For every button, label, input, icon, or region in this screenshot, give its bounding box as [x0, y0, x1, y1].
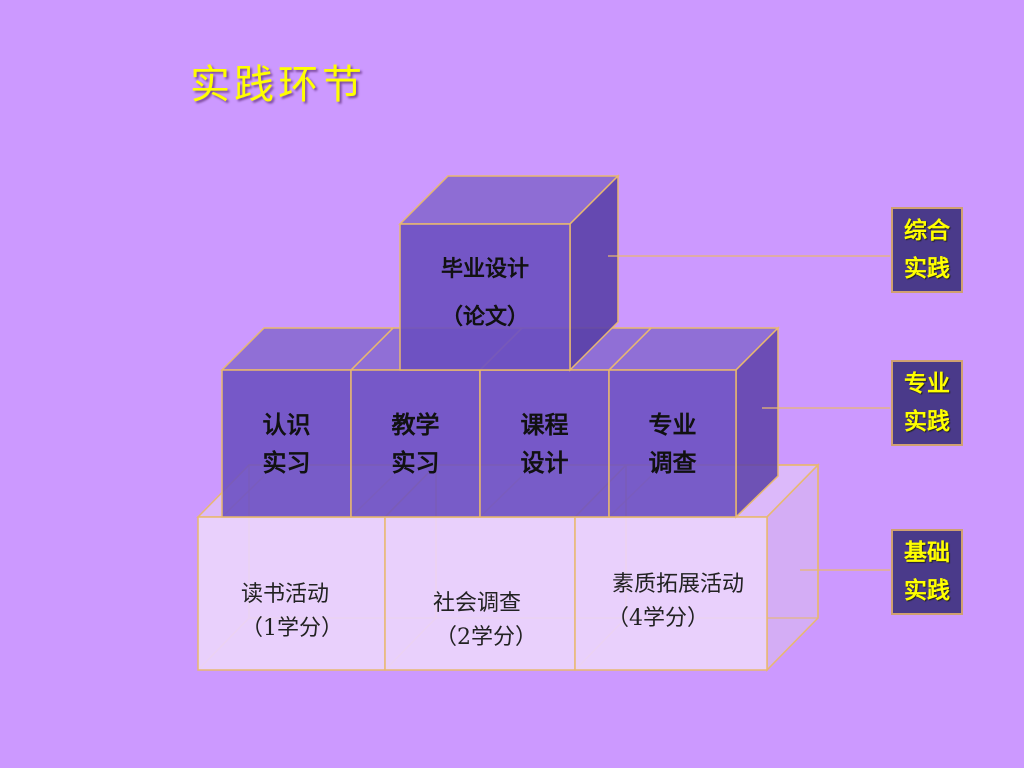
top-cube-line2: （论文） [440, 305, 529, 330]
base-cube-2-label: 社会调查 （2学分） [392, 587, 562, 655]
side-label-1-line1: 综合 [904, 218, 950, 244]
side-label-1-line2: 实践 [904, 256, 950, 282]
base-cube-3-line1: 素质拓展活动 [611, 572, 744, 597]
side-label-2-line2: 实践 [904, 409, 950, 435]
mid-cube-3-line2: 设计 [520, 449, 569, 477]
top-cube-front [399, 223, 571, 371]
top-row [398, 174, 620, 372]
base-cube-3-line2: （4学分） [607, 606, 709, 631]
base-cube-1-label: 读书活动 （1学分） [200, 578, 370, 646]
mid-cube-2-label: 教学 实习 [351, 406, 480, 482]
mid-cube-4-line2: 调查 [648, 449, 697, 477]
base-cube-3-front [574, 516, 768, 671]
base-cube-3-label: 素质拓展活动 （4学分） [590, 568, 766, 636]
slide-title: 实践环节 [190, 62, 366, 108]
mid-cube-4-line1: 专业 [648, 411, 697, 439]
top-cube-line1: 毕业设计 [440, 257, 529, 282]
base-cube-2-front [384, 516, 576, 671]
mid-cube-3-line1: 课程 [520, 411, 569, 439]
connector-lines [608, 255, 890, 571]
side-label-professional-practice: 专业 实践 [891, 360, 963, 446]
side-label-basic-practice: 基础 实践 [891, 529, 963, 615]
mid-cube-2-front [350, 369, 481, 518]
mid-cube-3-front [479, 369, 610, 518]
mid-cube-1-front [221, 369, 352, 518]
base-cube-2-line2: （2学分） [435, 625, 537, 650]
base-cube-1-line1: 读书活动 [240, 582, 329, 607]
base-cube-2-line1: 社会调查 [432, 591, 521, 616]
base-cube-1-front [197, 516, 386, 671]
side-label-3-line1: 基础 [904, 540, 950, 566]
mid-cube-4-front [608, 369, 737, 518]
mid-cube-2-line1: 教学 [391, 411, 440, 439]
mid-cube-4-label: 专业 调查 [609, 406, 736, 482]
mid-cube-3-label: 课程 设计 [480, 406, 609, 482]
side-label-3-line2: 实践 [904, 578, 950, 604]
base-cube-1-line2: （1学分） [241, 616, 343, 641]
side-label-comprehensive-practice: 综合 实践 [891, 207, 963, 293]
mid-cube-1-label: 认识 实习 [222, 406, 351, 482]
mid-cube-1-line1: 认识 [262, 411, 311, 439]
mid-cube-2-line2: 实习 [391, 449, 440, 477]
mid-cube-1-line2: 实习 [262, 449, 311, 477]
top-cube-label: 毕业设计 （论文） [400, 246, 570, 342]
side-label-2-line1: 专业 [904, 371, 950, 397]
